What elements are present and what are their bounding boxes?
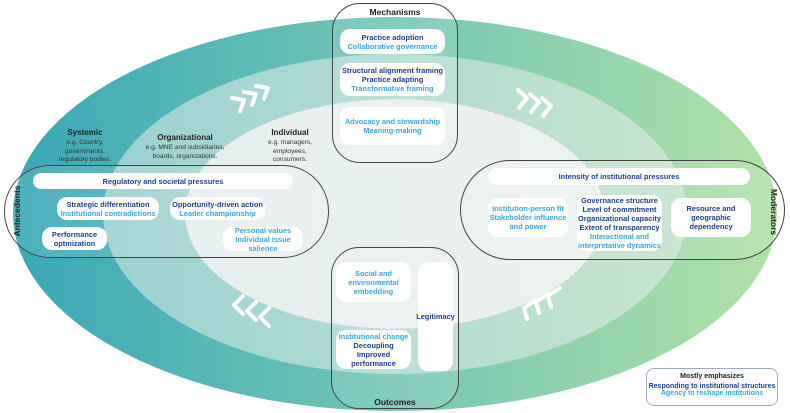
level-systemic-desc: e.g. Country,governments,regulatory bodi… (58, 139, 112, 163)
legend-title: Mostly emphasizes (680, 373, 744, 380)
level-individual-desc: e.g. managers,employees,consumers. (268, 139, 312, 163)
antecedent-box-2: Opportunity-driven action Leader champio… (170, 197, 265, 220)
outcomes-title: Outcomes (374, 397, 416, 407)
legend-item-light: Agency to reshape institutions (660, 390, 764, 397)
arrow-bottom-left (232, 294, 271, 328)
level-organizational-desc: e.g. MNE and subsidiaries,boards, organi… (145, 144, 225, 160)
arrow-bottom-right (522, 286, 562, 321)
moderators-header: Intensity of institutional pressures (488, 168, 750, 185)
antecedent-box-3: Performance optmization (42, 227, 107, 250)
outcome-box-2: Institutional change Decoupling Improved… (336, 330, 411, 369)
legend: Mostly emphasizes Responding to institut… (646, 368, 778, 406)
antecedent-box-1: Strategic differentiation Institutional … (57, 197, 159, 220)
arrow-top-left (230, 84, 270, 113)
mechanisms-title: Mechanisms (369, 7, 421, 17)
legend-item-dark: Responding to institutional structures (648, 383, 776, 390)
arrow-top-right (516, 88, 553, 118)
mechanism-box-3: Advocacy and stewardship Meaning-making (340, 107, 445, 145)
antecedent-box-4: Personal values Individual issue salienc… (223, 226, 303, 253)
antecedents-header: Regulatory and societal pressures (33, 173, 293, 189)
outcome-box-3: Legitimacy (416, 262, 455, 371)
level-organizational-title: Organizational (157, 133, 213, 142)
moderator-box-1: Institution-person fit Stakeholder influ… (488, 198, 568, 237)
moderators-title: Moderators (769, 188, 779, 236)
antecedents-title: Antecedents (12, 185, 22, 237)
mechanism-box-1: Practice adoption Collaborative governan… (340, 29, 445, 54)
level-systemic-title: Systemic (67, 128, 103, 137)
mechanism-box-2: Structural alignment framing Practice ad… (340, 63, 445, 96)
individual-ellipse (185, 99, 605, 329)
moderator-box-3: Resource and geographic dependency (671, 198, 751, 237)
moderator-box-2: Governance structure Level of commitment… (577, 195, 662, 251)
level-individual-title: Individual (271, 128, 309, 137)
outcome-box-1: Social and environmental embedding (336, 262, 411, 302)
